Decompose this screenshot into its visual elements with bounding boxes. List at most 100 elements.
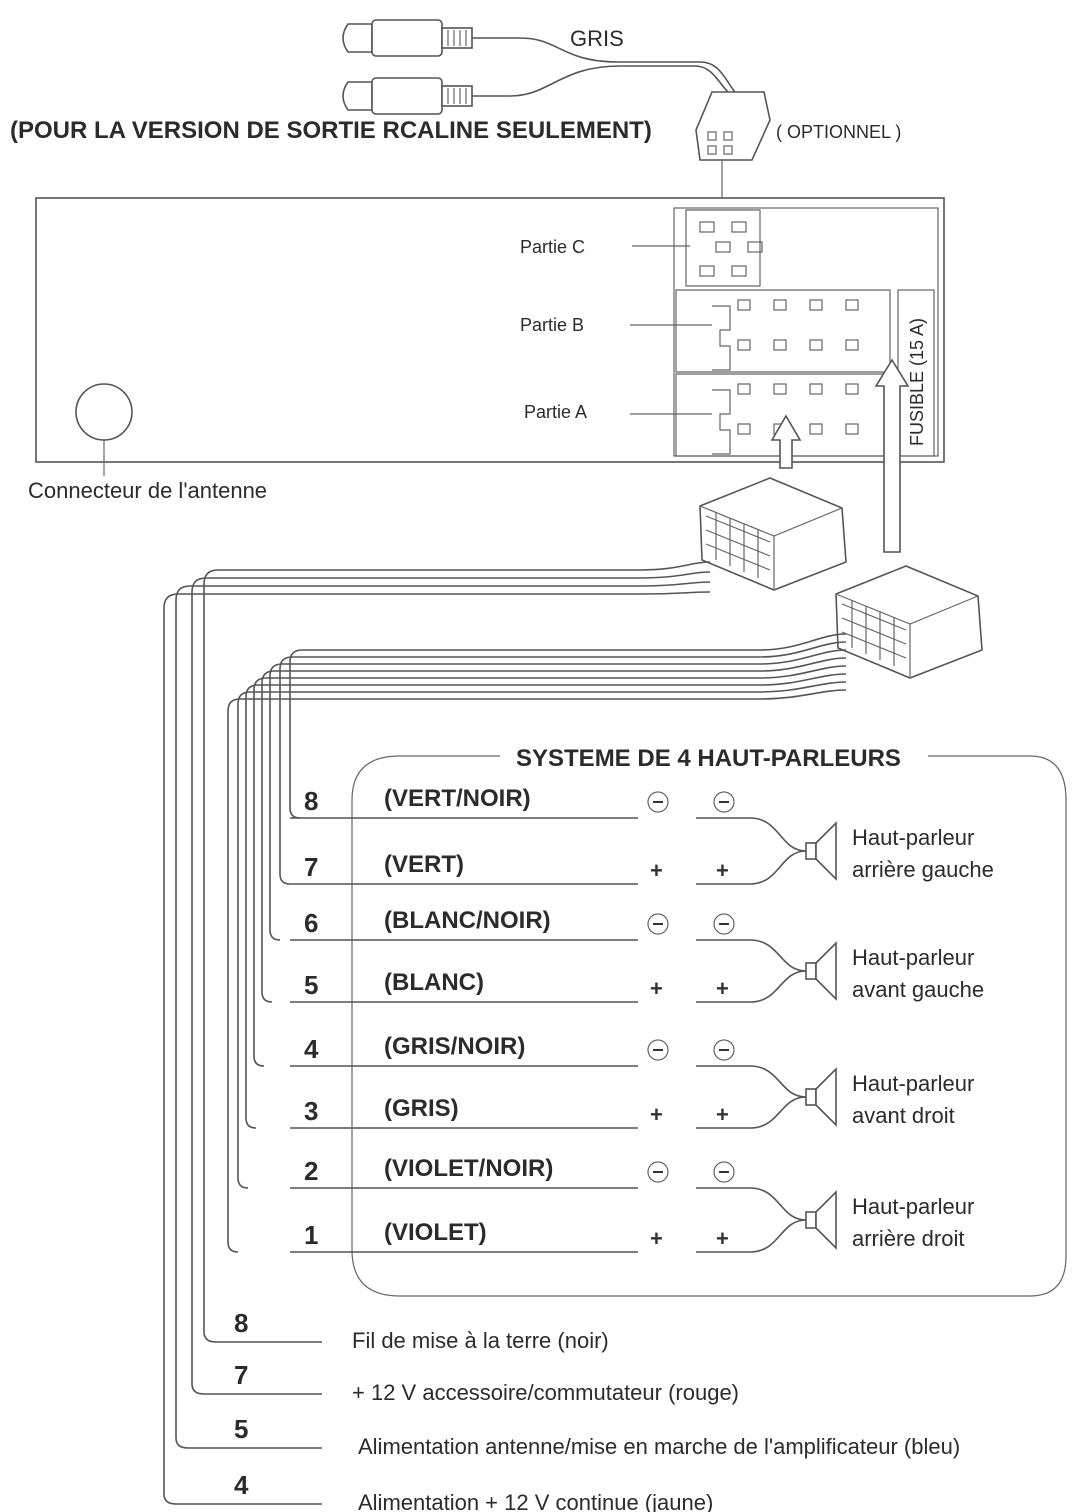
connector-pin (809, 299, 823, 311)
power-wire-number: 4 (234, 1470, 249, 1500)
speaker-wire-row: 4 (GRIS/NOIR) (290, 1033, 750, 1067)
connector-pin (737, 299, 751, 311)
iso-connector-power (699, 477, 847, 591)
rca-color-label: GRIS (570, 26, 624, 51)
connector-pin (845, 299, 859, 311)
speaker-icon (805, 1088, 817, 1106)
speaker-wire-row: 1(VIOLET)++ (290, 1219, 750, 1253)
positive-terminal: + (716, 858, 729, 883)
speaker-system: SYSTEME DE 4 HAUT-PARLEURS 8(VERT/NOIR) 7… (290, 745, 1067, 1297)
harness-wire (253, 665, 847, 1067)
power-wire-description: + 12 V accessoire/commutateur (rouge) (352, 1380, 739, 1405)
wire-color-label: (BLANC) (384, 969, 484, 996)
speaker-wire-row: 3 (GRIS) + + (290, 1095, 750, 1129)
power-wire-line (163, 591, 711, 1505)
rca-plugs: GRIS (342, 19, 736, 115)
antenna-connector (75, 383, 133, 441)
speaker-name-line2: avant gauche (852, 977, 984, 1002)
speaker-icon (805, 842, 817, 860)
speaker-icon (805, 1211, 817, 1229)
rca-plug-top (342, 19, 473, 57)
connector-pin (737, 423, 751, 435)
part-c-connector (685, 209, 763, 287)
connector-pin (773, 299, 787, 311)
wire-number: 3 (304, 1096, 318, 1126)
wire-number: 1 (304, 1220, 318, 1250)
speaker: Haut-parleur arrière droit (749, 1187, 974, 1253)
harness-wire (279, 641, 847, 885)
wire-color-label: (VIOLET/NOIR) (384, 1155, 553, 1182)
connector-pin (845, 383, 859, 395)
wire-number: 5 (304, 970, 318, 1000)
speaker-name-line2: avant droit (852, 1103, 955, 1128)
wire-color-label: (VERT) (384, 851, 464, 878)
positive-terminal: + (650, 1102, 663, 1127)
harness-wire (245, 673, 847, 1129)
negative-terminal (647, 1039, 669, 1061)
wire-color-label: (BLANC/NOIR) (384, 907, 551, 934)
negative-terminal (713, 1039, 735, 1061)
wire-color-label: (GRIS/NOIR) (384, 1033, 525, 1060)
speaker-wire-row: 7(VERT)++ (290, 851, 750, 885)
speaker-name-line1: Haut-parleur (852, 1194, 974, 1219)
power-wire-description: Fil de mise à la terre (noir) (352, 1328, 609, 1353)
antenna-label: Connecteur de l'antenne (28, 478, 267, 503)
power-wire-number: 7 (234, 1360, 248, 1390)
harness-wire (261, 657, 847, 1003)
connector-pin (845, 339, 859, 351)
rca-version-note: (POUR LA VERSION DE SORTIE RCALINE SEULE… (10, 117, 652, 144)
power-wire-row: 7 + 12 V accessoire/commutateur (rouge) (191, 571, 739, 1405)
power-wire-description: Alimentation antenne/mise en marche de l… (358, 1434, 960, 1459)
optional-note: ( OPTIONNEL ) (776, 122, 901, 142)
wire-number: 2 (304, 1156, 318, 1186)
connector-pin (737, 339, 751, 351)
connector-pin (773, 339, 787, 351)
speaker-system-title: SYSTEME DE 4 HAUT-PARLEURS (516, 745, 901, 772)
harness-wire (289, 633, 847, 819)
power-wire-line (203, 561, 711, 1343)
connector-pin (737, 383, 751, 395)
speaker-wire-row: 5(BLANC)++ (290, 969, 750, 1003)
negative-terminal (713, 1161, 735, 1183)
rca-plug-bottom (342, 77, 473, 115)
wire-harness (227, 633, 847, 1253)
harness-wire (227, 689, 847, 1253)
harness-wire (237, 681, 847, 1189)
speaker-name-line2: arrière droit (852, 1226, 964, 1251)
wire-color-label: (GRIS) (384, 1095, 459, 1122)
iso-connector-speakers (835, 565, 983, 679)
connector-pin (845, 423, 859, 435)
connector-pin (809, 383, 823, 395)
positive-terminal: + (650, 976, 663, 1001)
part-b-label: Partie B (520, 315, 584, 335)
wire-color-label: (VIOLET) (384, 1219, 487, 1246)
negative-terminal (647, 791, 669, 813)
speaker-wire-row: 6 (BLANC/NOIR) (290, 907, 750, 941)
speaker-name-line2: arrière gauche (852, 857, 994, 882)
wire-color-label: (VERT/NOIR) (384, 785, 531, 812)
positive-terminal: + (650, 1226, 663, 1251)
part-a-label: Partie A (524, 402, 587, 422)
positive-terminal: + (716, 1102, 729, 1127)
speaker: Haut-parleur avant gauche (749, 939, 984, 1003)
power-wire-line (175, 581, 711, 1449)
connector-pin (809, 339, 823, 351)
speaker-name-line1: Haut-parleur (852, 945, 974, 970)
wire-number: 4 (304, 1034, 319, 1064)
power-wire-number: 8 (234, 1308, 248, 1338)
wire-number: 6 (304, 908, 318, 938)
power-wire-number: 5 (234, 1414, 248, 1444)
connector-pin (809, 423, 823, 435)
part-c-label: Partie C (520, 237, 585, 257)
wire-number: 7 (304, 852, 318, 882)
fuse-label: FUSIBLE (15 A) (907, 318, 927, 446)
speaker-wire-row: 8(VERT/NOIR) (290, 785, 750, 819)
harness-wire (269, 649, 847, 941)
negative-terminal (647, 913, 669, 935)
